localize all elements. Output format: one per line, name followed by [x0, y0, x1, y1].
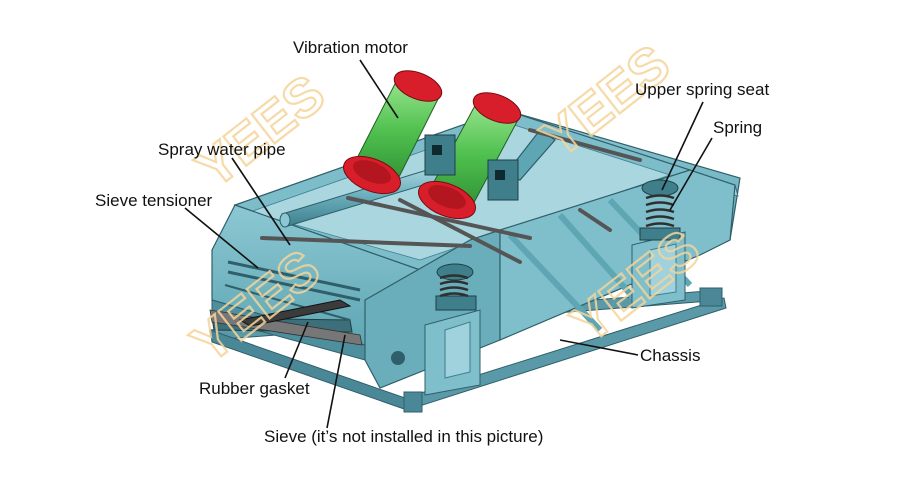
label-spring: Spring: [713, 118, 763, 137]
leader-rubber-gasket: [284, 321, 309, 379]
spring-seat-back: [631, 179, 686, 309]
leader-vibration-motor: [359, 59, 399, 119]
label-chassis: Chassis: [640, 346, 701, 365]
label-vibration-motor: Vibration motor: [293, 38, 408, 57]
leader-chassis: [559, 339, 639, 356]
label-spray-water-pipe: Spray water pipe: [158, 140, 286, 159]
label-upper-spring-seat: Upper spring seat: [635, 80, 770, 99]
rubber-gasket: [238, 299, 352, 327]
leader-upper-spring-seat: [661, 101, 704, 191]
leader-sieve-tensioner: [184, 207, 259, 269]
spring-back: [645, 194, 675, 228]
label-sieve: Sieve (it’s not installed in this pictur…: [264, 427, 544, 446]
vibration-motor-right: [418, 92, 522, 220]
leader-spring: [669, 137, 713, 211]
label-sieve-tensioner: Sieve tensioner: [95, 191, 213, 210]
label-rubber-gasket: Rubber gasket: [199, 379, 310, 398]
cross-rods: [260, 128, 642, 264]
motor-mount: [424, 134, 519, 201]
leader-spray-water-pipe: [231, 157, 291, 246]
spring-front: [439, 274, 469, 298]
spring-seat-front: [424, 263, 481, 396]
leader-lines: [184, 59, 713, 429]
leader-sieve: [326, 334, 346, 429]
vibration-motor-left: [343, 70, 443, 195]
sieve-tensioner: [227, 260, 361, 302]
